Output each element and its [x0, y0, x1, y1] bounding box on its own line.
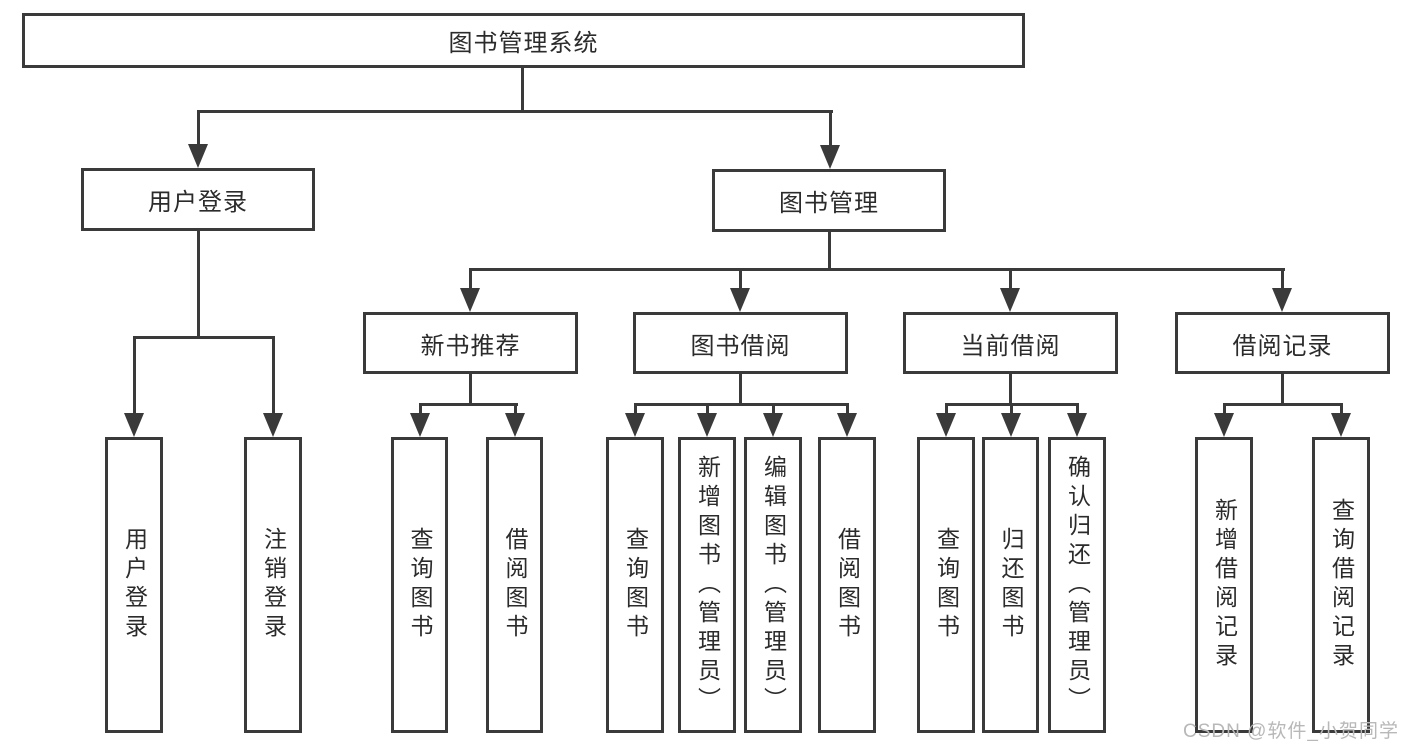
arrow-down-icon	[936, 413, 956, 437]
leaf-borrow-borrow-books-label: 借阅图书	[834, 527, 861, 643]
leaf-borrow-edit-books-admin: 编辑图书（管理员）	[744, 437, 802, 733]
connector-line	[1076, 403, 1079, 415]
arrow-down-icon	[188, 144, 208, 168]
connector-line	[514, 403, 517, 415]
arrow-down-icon	[837, 413, 857, 437]
arrow-down-icon	[820, 145, 840, 169]
connector-line	[846, 403, 849, 415]
connector-line	[469, 374, 472, 406]
arrow-down-icon	[1001, 413, 1021, 437]
arrow-down-icon	[697, 413, 717, 437]
node-borrow-records-label: 借阅记录	[1232, 332, 1333, 360]
leaf-logout-label: 注销登录	[260, 527, 287, 643]
connector-line	[133, 336, 275, 339]
leaf-newbook-borrow-books: 借阅图书	[486, 437, 543, 733]
connector-line	[197, 231, 200, 339]
arrow-down-icon	[505, 413, 525, 437]
arrow-down-icon	[625, 413, 645, 437]
node-new-book-recommend: 新书推荐	[363, 312, 578, 374]
node-user-login-label: 用户登录	[148, 189, 248, 216]
connector-line	[1223, 403, 1226, 415]
connector-line	[706, 403, 709, 415]
node-root: 图书管理系统	[22, 13, 1025, 68]
connector-line	[1010, 403, 1013, 415]
connector-line	[945, 403, 948, 415]
connector-line	[272, 336, 275, 413]
node-book-management-label: 图书管理	[779, 190, 879, 217]
arrow-down-icon	[410, 413, 430, 437]
leaf-current-return-books-label: 归还图书	[998, 527, 1024, 643]
leaf-logout: 注销登录	[244, 437, 302, 733]
leaf-borrow-query-books-label: 查询图书	[622, 527, 649, 643]
connector-line	[1281, 268, 1284, 290]
leaf-user-login-label: 用户登录	[121, 527, 148, 643]
connector-line	[1340, 403, 1343, 415]
arrow-down-icon	[263, 413, 283, 437]
leaf-records-query-record-label: 查询借阅记录	[1328, 498, 1355, 672]
node-current-borrow: 当前借阅	[903, 312, 1118, 374]
node-new-book-recommend-label: 新书推荐	[420, 332, 521, 360]
arrow-down-icon	[1272, 288, 1292, 312]
connector-line	[829, 110, 832, 146]
node-borrow-records: 借阅记录	[1175, 312, 1390, 374]
connector-line	[739, 374, 742, 406]
leaf-current-query-books: 查询图书	[917, 437, 975, 733]
leaf-newbook-query-books: 查询图书	[391, 437, 448, 733]
leaf-user-login: 用户登录	[105, 437, 163, 733]
node-current-borrow-label: 当前借阅	[960, 332, 1061, 360]
leaf-current-confirm-return-admin: 确认归还（管理员）	[1048, 437, 1106, 733]
leaf-borrow-add-books-admin-label: 新增图书（管理员）	[694, 454, 721, 716]
connector-line	[197, 110, 200, 146]
connector-line	[634, 403, 849, 406]
leaf-borrow-borrow-books: 借阅图书	[818, 437, 876, 733]
connector-line	[419, 403, 422, 415]
arrow-down-icon	[1214, 413, 1234, 437]
node-root-label: 图书管理系统	[448, 30, 599, 57]
connector-line	[634, 403, 637, 415]
leaf-borrow-query-books: 查询图书	[606, 437, 664, 733]
connector-line	[1223, 403, 1343, 406]
node-book-borrow: 图书借阅	[633, 312, 848, 374]
arrow-down-icon	[730, 288, 750, 312]
leaf-borrow-edit-books-admin-label: 编辑图书（管理员）	[760, 454, 787, 716]
leaf-borrow-add-books-admin: 新增图书（管理员）	[678, 437, 736, 733]
leaf-newbook-query-books-label: 查询图书	[407, 527, 433, 643]
arrow-down-icon	[1331, 413, 1351, 437]
connector-line	[772, 403, 775, 415]
connector-line	[197, 110, 833, 113]
node-book-management: 图书管理	[712, 169, 946, 232]
arrow-down-icon	[763, 413, 783, 437]
connector-line	[419, 403, 518, 406]
connector-line	[133, 336, 136, 413]
leaf-current-return-books: 归还图书	[982, 437, 1039, 733]
connector-line	[1009, 374, 1012, 406]
leaf-records-add-record: 新增借阅记录	[1195, 437, 1253, 733]
arrow-down-icon	[124, 413, 144, 437]
connector-line	[1281, 374, 1284, 406]
node-user-login: 用户登录	[81, 168, 315, 231]
leaf-records-add-record-label: 新增借阅记录	[1211, 498, 1238, 672]
node-book-borrow-label: 图书借阅	[690, 332, 791, 360]
csdn-watermark: CSDN @软件_小贺同学	[1183, 721, 1399, 742]
leaf-records-query-record: 查询借阅记录	[1312, 437, 1370, 733]
leaf-current-confirm-return-admin-label: 确认归还（管理员）	[1064, 454, 1091, 716]
leaf-current-query-books-label: 查询图书	[933, 527, 960, 643]
connector-line	[469, 268, 472, 290]
arrow-down-icon	[1000, 288, 1020, 312]
connector-line	[828, 232, 831, 270]
arrow-down-icon	[460, 288, 480, 312]
connector-line	[1009, 268, 1012, 290]
arrow-down-icon	[1067, 413, 1087, 437]
connector-line	[521, 68, 524, 112]
leaf-newbook-borrow-books-label: 借阅图书	[502, 527, 528, 643]
connector-line	[739, 268, 742, 290]
connector-line	[469, 268, 1285, 271]
